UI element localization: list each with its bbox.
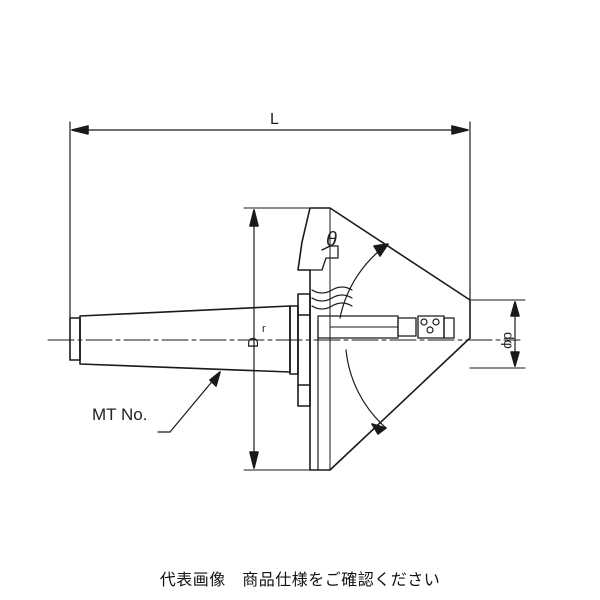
- taper-label: MT No.: [92, 405, 147, 424]
- body-flange: [289, 293, 311, 407]
- diameter-sub-label: r: [262, 323, 266, 335]
- small-diameter-label: dφ: [501, 332, 517, 349]
- angle-label: θ: [326, 229, 337, 251]
- diameter-label: D: [245, 337, 262, 348]
- taper-leader: [157, 371, 221, 433]
- length-dimension: [69, 121, 471, 319]
- cone-head: [297, 207, 471, 471]
- diameter-dimension: [243, 207, 311, 471]
- angle-dimension: [339, 243, 389, 435]
- caption: 代表画像 商品仕様をご確認ください: [159, 570, 441, 589]
- small-diameter-dimension: [469, 299, 526, 369]
- length-label: L: [270, 111, 279, 128]
